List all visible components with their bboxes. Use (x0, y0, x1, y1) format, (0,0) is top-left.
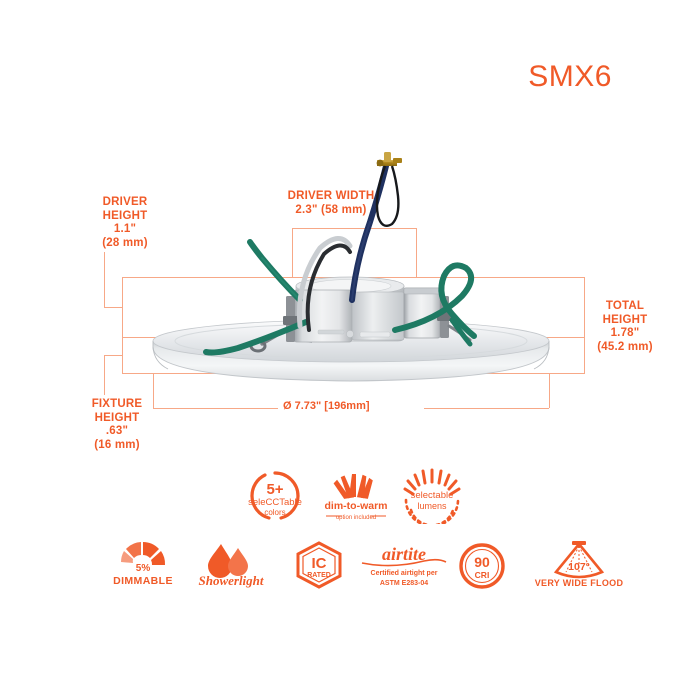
total-height-metric: (45.2 mm) (597, 340, 653, 353)
beam-angle-value: 107° (568, 561, 590, 573)
flex-conduit (296, 236, 353, 332)
dimmable-label: DIMMABLE (113, 575, 173, 587)
bracket-driver-width-left (292, 228, 293, 278)
diameter-line-right (424, 408, 549, 409)
diameter-tick-left (153, 373, 154, 408)
driver-height-imperial: 1.1" (113, 223, 137, 236)
airtite-line2: ASTM E283-04 (380, 580, 428, 587)
fixture-height-imperial: .63" (105, 425, 129, 438)
beam-angle-icon: 107° VERY WIDE FLOOD (535, 541, 624, 588)
diameter-tick-right (549, 373, 550, 408)
selectable-lumens-sub: lumens (417, 501, 447, 511)
dimmable-icon: 5% DIMMABLE (113, 542, 173, 587)
dimension-total-height: TOTAL HEIGHT 1.78" (45.2 mm) (560, 300, 690, 354)
dimmable-value: 5% (136, 563, 151, 574)
diameter-line-left (153, 408, 278, 409)
badge-ic-rated: IC RATED (288, 540, 350, 590)
torsion-spring-wires (203, 239, 477, 356)
selectable-lumens-icon: selectable lumens (403, 468, 461, 528)
showerlight-icon: Showerlight (198, 544, 264, 588)
cri-icon: 90 CRI (459, 543, 505, 589)
dim-to-warm-main: dim-to-warm (325, 500, 388, 512)
driver-height-label-2: HEIGHT (102, 209, 148, 222)
ic-rated-label: RATED (307, 572, 331, 579)
cri-value: 90 (474, 554, 490, 570)
selectable-cct-sub: colors (264, 508, 285, 517)
driver-height-label-1: DRIVER (102, 196, 148, 208)
selectable-cct-icon: 5+ seleCCTable colors (248, 471, 302, 520)
badge-dimmable: 5% DIMMABLE (100, 540, 186, 588)
bracket-driver-width-top (292, 228, 416, 229)
airtite-icon: airtite Certified airtight per ASTM E283… (361, 544, 447, 587)
dimension-driver-height: DRIVER HEIGHT 1.1" (28 mm) (60, 196, 190, 250)
badge-selectable-cct: 5+ seleCCTable colors (241, 468, 309, 524)
total-height-label-2: HEIGHT (602, 313, 648, 326)
badge-airtite: airtite Certified airtight per ASTM E283… (352, 542, 456, 588)
supply-cable (349, 163, 389, 303)
selectable-lumens-main: selectable (411, 490, 454, 501)
connector-assembly (375, 152, 402, 227)
driver-height-metric: (28 mm) (102, 236, 148, 249)
ic-rated-value: IC (312, 555, 327, 572)
cri-label: CRI (475, 570, 490, 580)
fixture-height-metric: (16 mm) (94, 438, 140, 451)
driver-enclosure (292, 287, 441, 343)
airtite-line1: Certified airtight per (371, 570, 438, 577)
fixture-height-label-1: FIXTURE (91, 398, 143, 410)
tick-fixture-height (104, 355, 123, 356)
fixture-height-label-2: HEIGHT (94, 411, 140, 424)
driver-width-label: DRIVER WIDTH (287, 190, 375, 202)
stem-fixture-height (104, 355, 105, 395)
badge-selectable-lumens: selectable lumens (398, 466, 466, 528)
showerlight-label: Showerlight (198, 573, 263, 588)
dimension-fixture-height: FIXTURE HEIGHT .63" (16 mm) (52, 398, 182, 452)
tick-driver-height (104, 307, 123, 308)
badge-showerlight: Showerlight (188, 540, 274, 588)
dim-to-warm-icon: dim-to-warm option included (325, 474, 388, 521)
beam-angle-label: VERY WIDE FLOOD (535, 578, 624, 588)
selectable-cct-top: 5+ (266, 481, 283, 498)
page-title: SMX6 (528, 60, 612, 93)
bracket-driver-width-right (416, 228, 417, 278)
badge-dim-to-warm: dim-to-warm option included (318, 470, 394, 524)
selectable-cct-main: seleCCTable (248, 497, 302, 508)
driver-width-value: 2.3" (58 mm) (295, 203, 367, 216)
total-height-imperial: 1.78" (610, 327, 640, 340)
badge-cri: 90 CRI (455, 542, 509, 592)
ic-rated-icon: IC RATED (296, 541, 342, 589)
dim-to-warm-sub: option included (336, 515, 376, 521)
stem-driver-height (104, 252, 105, 308)
total-height-label-1: TOTAL (605, 300, 645, 312)
dimension-diameter: Ø 7.73" [196mm] (283, 400, 370, 412)
dimension-driver-width: DRIVER WIDTH 2.3" (58 mm) (246, 190, 416, 217)
badge-beam-angle: 107° VERY WIDE FLOOD (528, 540, 630, 590)
airtite-value: airtite (382, 544, 426, 564)
bracket-total-height (584, 277, 585, 374)
